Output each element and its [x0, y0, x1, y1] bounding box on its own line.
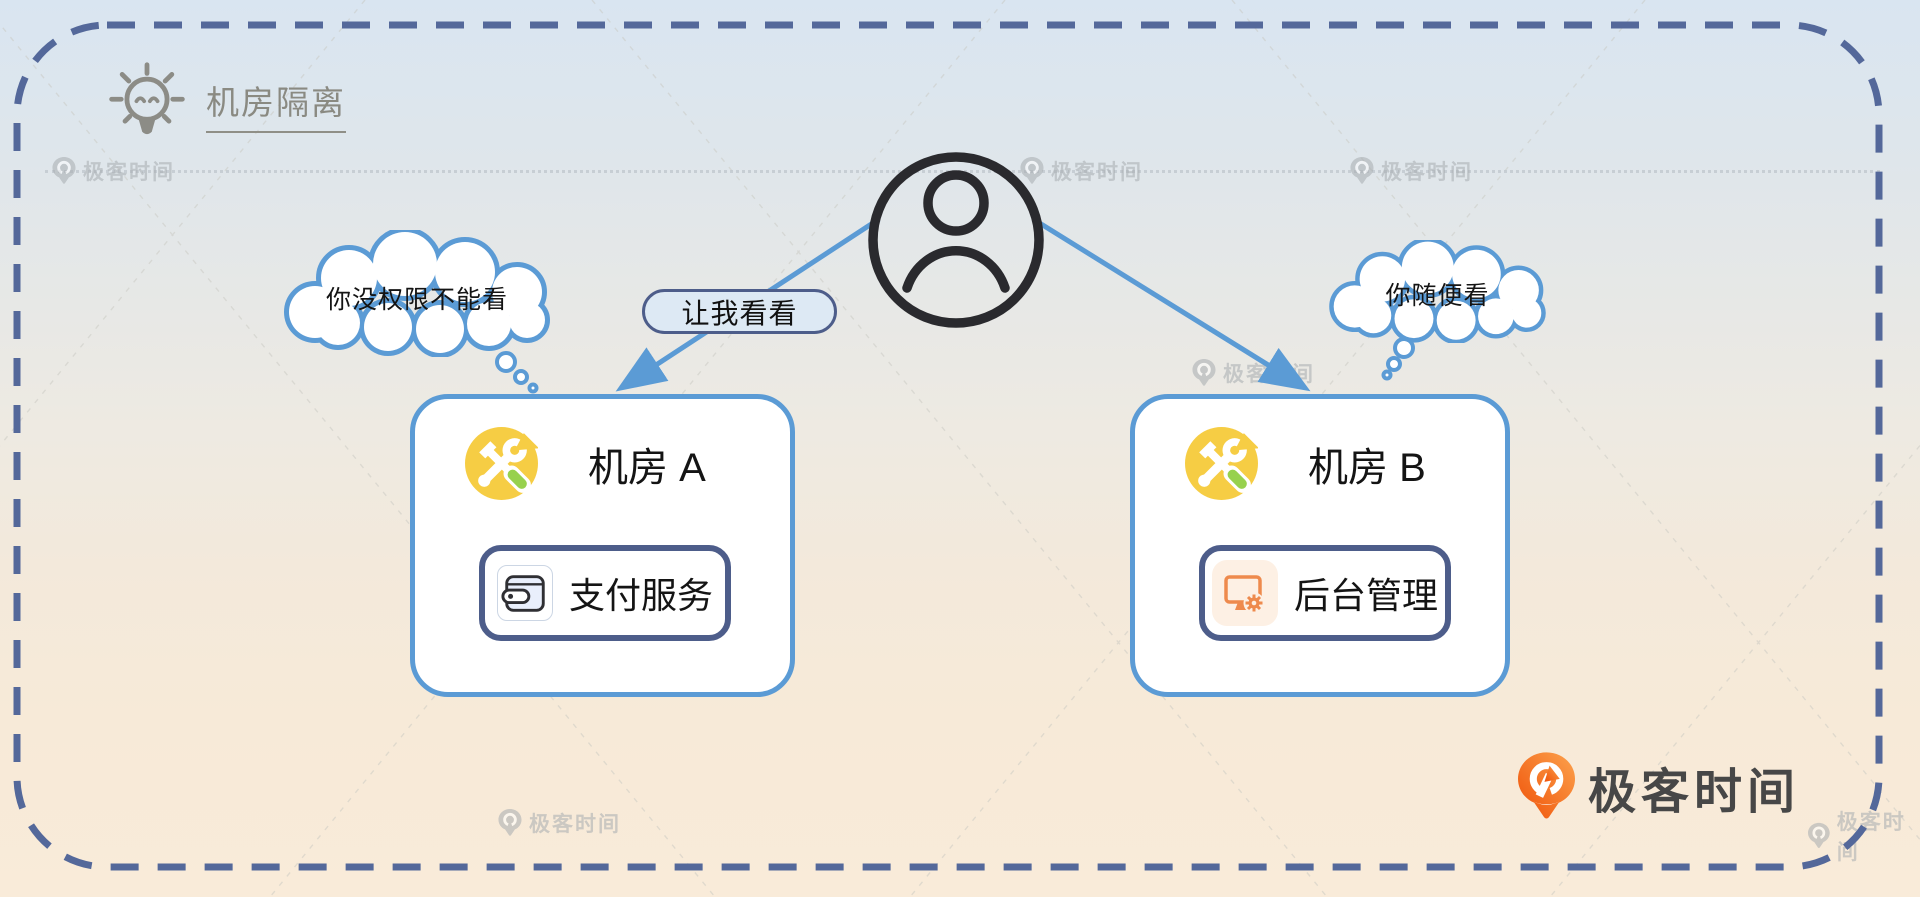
watermark-text: 极客时间 — [529, 813, 621, 836]
watermark-text: 极客时间 — [1836, 811, 1906, 864]
page-title: 机房隔离 — [206, 76, 346, 133]
service-tile — [1211, 560, 1278, 626]
room-header: 机房 A — [465, 427, 706, 500]
room-header: 机房 B — [1185, 427, 1426, 500]
thought-bubble-dot — [495, 351, 517, 373]
watermark: 极客时间 — [498, 808, 621, 838]
left-thought-cloud: 你没权限不能看 — [272, 230, 562, 357]
pill-label: 让我看看 — [681, 297, 798, 329]
room-name: 机房 A — [588, 445, 706, 490]
service-label: 支付服务 — [568, 575, 713, 616]
lightbulb-icon — [109, 62, 185, 135]
wallet-icon — [501, 575, 545, 612]
right-thought-dots — [1381, 337, 1415, 381]
watermark: 极客时间 — [1350, 156, 1473, 186]
cloud-text: 你没权限不能看 — [325, 286, 508, 314]
service-tile — [496, 565, 553, 621]
geektime-watermark-icon — [1020, 157, 1044, 184]
watermark: 极客时间 — [1808, 806, 1920, 866]
arrow-to-room-b — [1031, 216, 1311, 392]
room-card-a: 机房 A 支付服务 — [410, 394, 795, 697]
service-box: 支付服务 — [479, 545, 731, 641]
left-thought-dots — [495, 351, 539, 394]
watermark-text: 极客时间 — [1051, 161, 1143, 184]
tools-icon — [465, 427, 538, 500]
title-group: 机房隔离 — [104, 58, 346, 150]
geektime-watermark-icon — [498, 809, 522, 836]
cloud-shape — [1329, 240, 1546, 343]
service-box: 后台管理 — [1199, 545, 1451, 641]
geektime-logo: 极客时间 — [1518, 752, 1800, 822]
user-icon — [868, 152, 1044, 328]
speech-pill: 让我看看 — [642, 289, 837, 334]
geektime-logo-icon — [1518, 752, 1575, 819]
service-label: 后台管理 — [1293, 575, 1438, 616]
room-card-b: 机房 B 后台管理 — [1130, 394, 1510, 697]
geektime-watermark-icon — [1808, 822, 1830, 848]
watermark: 极客时间 — [1020, 156, 1143, 186]
thought-bubble-dot — [1381, 369, 1393, 381]
thought-bubble-dot — [1386, 356, 1402, 372]
thought-bubble-dot — [527, 382, 539, 394]
geektime-watermark-icon — [52, 157, 76, 184]
tools-icon — [1185, 427, 1258, 500]
watermark-text: 极客时间 — [83, 161, 175, 184]
thought-bubble-dot — [513, 369, 529, 385]
geektime-watermark-icon — [1192, 359, 1216, 386]
watermark: 极客时间 — [52, 156, 175, 186]
geektime-watermark-icon — [1350, 157, 1374, 184]
right-thought-cloud: 你随便看 — [1320, 240, 1555, 343]
room-name: 机房 B — [1308, 445, 1426, 490]
logo-text: 极客时间 — [1588, 766, 1801, 819]
cloud-shape — [284, 230, 550, 357]
cloud-text: 你随便看 — [1385, 282, 1490, 310]
admin-monitor-icon — [1224, 575, 1265, 614]
watermark-text: 极客时间 — [1381, 161, 1473, 184]
